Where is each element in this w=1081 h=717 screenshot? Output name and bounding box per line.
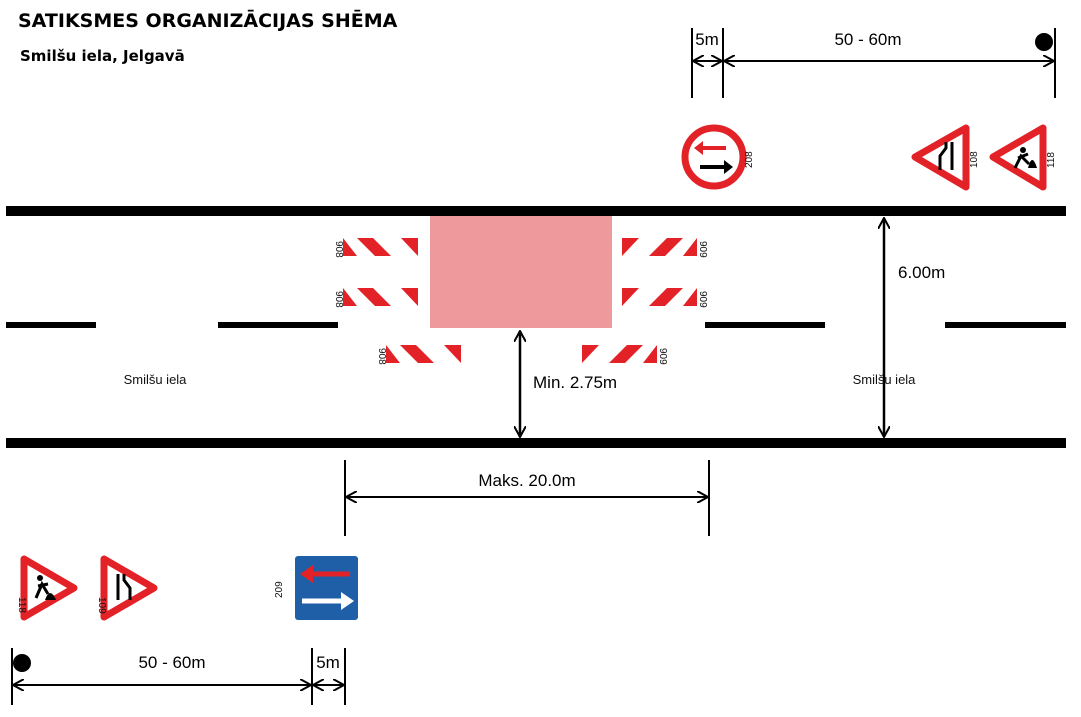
road-narrowing-sign-icon — [100, 555, 158, 621]
roadworks-sign-icon — [989, 124, 1047, 191]
page-subtitle: Smilšu iela, Jelgavā — [20, 47, 185, 65]
sign-code-108: 108 — [969, 151, 980, 168]
max-length-dimension — [344, 460, 710, 536]
min-lane-width: Min. 2.75m — [533, 373, 617, 392]
barrier-908 — [343, 288, 418, 306]
road-narrowing-sign-icon — [911, 124, 970, 191]
top-distance-dimension — [691, 28, 1056, 98]
barrier-code-right: 909 — [657, 348, 668, 365]
road-width: 6.00m — [898, 263, 945, 282]
barrier-code-left: 908 — [333, 291, 344, 308]
page-title: SATIKSMES ORGANIZĀCIJAS SHĒMA — [18, 9, 398, 32]
street-label-right: Smilšu iela — [853, 372, 917, 387]
barrier-code-left: 908 — [333, 241, 344, 258]
sign-code-118-top: 118 — [1046, 152, 1057, 168]
barrier-909 — [582, 345, 657, 363]
priority-oncoming-sign-icon — [681, 124, 747, 190]
barrier-code-right: 909 — [697, 291, 708, 308]
start-point-marker — [13, 654, 31, 672]
street-label-left: Smilšu iela — [124, 372, 188, 387]
bottom-distance-dimension — [11, 648, 346, 705]
sign-code-118-bottom: 118 — [16, 597, 27, 613]
barrier-908 — [386, 345, 461, 363]
max-length: Maks. 20.0m — [478, 471, 575, 490]
barrier-909 — [622, 288, 697, 306]
road-edge-bottom — [6, 438, 1066, 448]
sign-code-209: 209 — [274, 581, 285, 598]
priority-over-oncoming-sign-icon — [295, 556, 358, 620]
road-edge-top — [6, 206, 1066, 216]
road — [6, 206, 1066, 448]
work-zone — [430, 216, 612, 328]
barrier-code-left: 908 — [376, 348, 387, 365]
start-point-marker — [1035, 33, 1053, 51]
center-line-dashes — [6, 322, 1066, 328]
sign-code-109: 109 — [96, 597, 107, 614]
barrier-code-right: 909 — [697, 241, 708, 258]
top-short-distance: 5m — [695, 30, 719, 49]
top-long-distance: 50 - 60m — [834, 30, 901, 49]
sign-code-208: 208 — [744, 151, 755, 168]
bottom-long-distance: 50 - 60m — [138, 653, 205, 672]
bottom-short-distance: 5m — [316, 653, 340, 672]
barrier-909 — [622, 238, 697, 256]
barrier-908 — [343, 238, 418, 256]
roadworks-sign-icon — [20, 555, 78, 621]
